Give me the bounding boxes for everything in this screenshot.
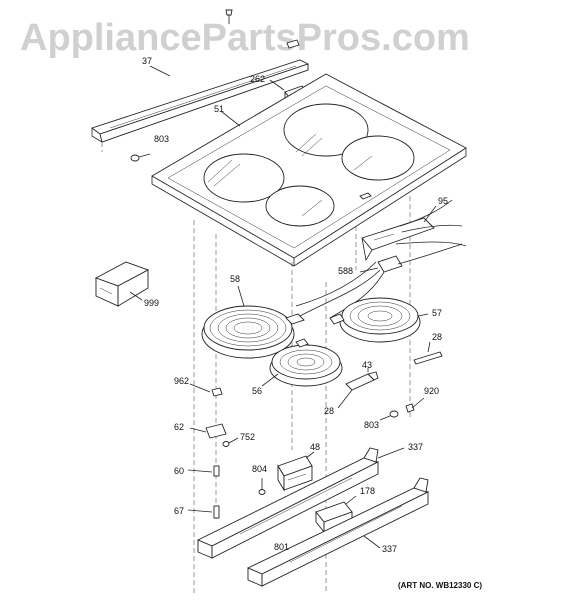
art-number-label: (ART NO. WB12330 C) xyxy=(398,581,482,590)
callout-801: 801 xyxy=(274,542,289,552)
callout-804: 804 xyxy=(252,464,267,474)
callout-178: 178 xyxy=(360,486,375,496)
glass-cooktop-part-51 xyxy=(151,73,467,267)
support-rail-part-337-upper xyxy=(196,447,405,559)
callout-57: 57 xyxy=(432,308,442,318)
callout-962: 962 xyxy=(174,376,189,386)
wire-bracket-part-95 xyxy=(361,199,467,262)
callout-43: 43 xyxy=(362,360,372,370)
rear-trim-part-37 xyxy=(91,59,310,152)
surface-element-part-56 xyxy=(269,338,343,387)
box-part-999 xyxy=(94,261,150,307)
pin-part-67 xyxy=(187,505,220,519)
clip-part-962 xyxy=(189,383,223,397)
terminal-block-part-588 xyxy=(295,243,463,319)
top-screw-part xyxy=(225,9,233,24)
callout-803-lower: 803 xyxy=(364,420,379,430)
support-rail-part-337-lower xyxy=(246,477,430,587)
callout-588: 588 xyxy=(338,266,353,276)
callout-999: 999 xyxy=(144,298,159,308)
callout-48: 48 xyxy=(310,442,320,452)
pin-part-920 xyxy=(405,397,425,413)
callout-28-right: 28 xyxy=(432,332,442,342)
bracket-part-62 xyxy=(189,423,227,439)
screw-part-752 xyxy=(222,437,239,447)
screw-part-804 xyxy=(258,478,266,495)
bracket-part-43 xyxy=(337,368,379,409)
screw-part-803-lower xyxy=(379,410,399,421)
callout-95: 95 xyxy=(438,196,448,206)
callout-752: 752 xyxy=(240,432,255,442)
surface-element-part-58 xyxy=(201,305,305,359)
callout-67: 67 xyxy=(174,506,184,516)
pin-part-60 xyxy=(187,465,220,477)
clip-part-28-right xyxy=(413,341,443,365)
callout-60: 60 xyxy=(174,466,184,476)
screw-part-803-top xyxy=(130,153,151,162)
callout-337-lower: 337 xyxy=(382,544,397,554)
surface-element-part-57 xyxy=(329,297,421,343)
watermark-text: AppliancePartsPros.com xyxy=(20,17,470,59)
callout-37: 37 xyxy=(142,56,152,66)
callout-28-left: 28 xyxy=(324,406,334,416)
block-part-178 xyxy=(315,495,357,534)
callout-262: 262 xyxy=(250,74,265,84)
callout-58: 58 xyxy=(230,274,240,284)
callout-337-upper: 337 xyxy=(408,442,423,452)
switch-part-48 xyxy=(277,451,315,492)
callout-51: 51 xyxy=(214,104,224,114)
callout-803-top: 803 xyxy=(154,134,169,144)
callout-56: 56 xyxy=(252,386,262,396)
top-clip-part xyxy=(286,39,300,49)
callout-920: 920 xyxy=(424,386,439,396)
callout-62: 62 xyxy=(174,422,184,432)
